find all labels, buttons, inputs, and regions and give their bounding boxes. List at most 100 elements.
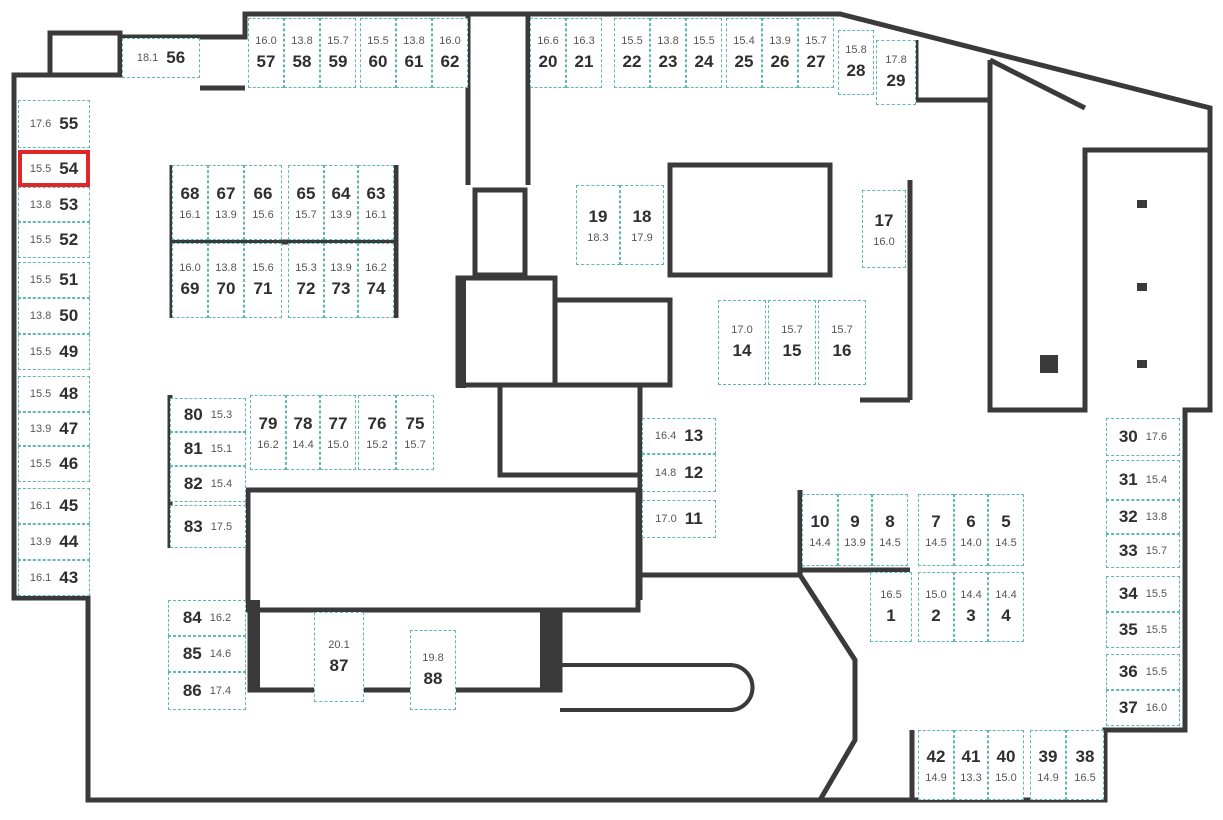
spot-area: 15.7 bbox=[295, 209, 317, 221]
spot-number: 67 bbox=[216, 184, 236, 203]
spot-number: 11 bbox=[684, 509, 703, 528]
spot-area: 15.5 bbox=[29, 162, 52, 175]
spot-number: 41 bbox=[961, 746, 981, 766]
spot-area: 14.5 bbox=[879, 536, 901, 549]
spot-number: 52 bbox=[59, 230, 79, 249]
wall-block bbox=[540, 610, 562, 690]
core-block bbox=[552, 297, 673, 388]
spot-area: 13.9 bbox=[29, 423, 52, 435]
spot-number: 46 bbox=[59, 454, 79, 473]
spot-number: 74 bbox=[366, 279, 386, 298]
